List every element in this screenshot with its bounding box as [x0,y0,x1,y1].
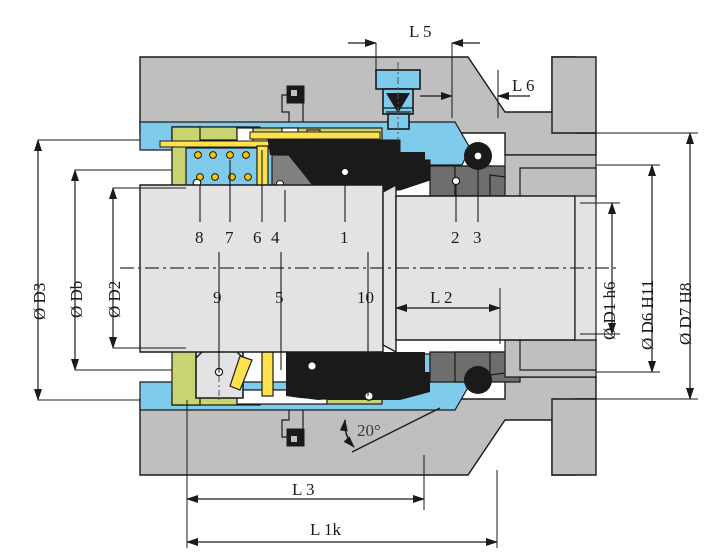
angle-annotation-20deg [339,407,441,453]
callout-8: 8 [195,228,204,247]
callout-2: 2 [451,228,460,247]
callout-10: 10 [357,288,374,307]
callout-leader-lines [199,150,479,396]
angle-label-20: 20° [357,421,381,440]
callout-7: 7 [225,228,234,247]
callout-4: 4 [271,228,280,247]
dim-label-l6: L 6 [512,76,535,95]
callout-9: 9 [213,288,222,307]
dim-label-l3: L 3 [292,480,315,499]
dim-label-l2: L 2 [430,288,453,307]
dim-label-d3: Ø D3 [30,282,49,320]
dim-label-d1-h6: Ø D1 h6 [600,281,619,340]
dim-label-d6-h11: Ø D6 H11 [638,279,657,350]
dim-label-db: Ø Db [67,280,86,318]
callout-5: 5 [275,288,284,307]
body-upper-half [139,56,597,199]
callout-3: 3 [473,228,482,247]
dim-label-l1k: L 1k [310,520,342,539]
dim-label-d2: Ø D2 [105,280,124,318]
callout-6: 6 [253,228,262,247]
shaft-body [139,183,597,354]
callout-1: 1 [340,228,349,247]
dim-label-d7-h8: Ø D7 H8 [676,282,695,345]
dimension-lines [34,39,698,548]
dim-label-l5: L 5 [409,22,432,41]
fill-plug-fitting [375,62,421,140]
